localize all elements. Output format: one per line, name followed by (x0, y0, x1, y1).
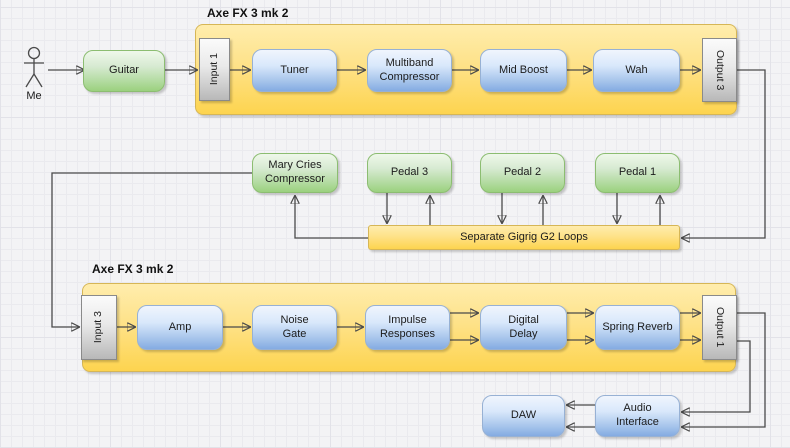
node-spring-reverb[interactable]: Spring Reverb (595, 305, 680, 350)
node-noise-gate[interactable]: Noise Gate (252, 305, 337, 350)
node-audio-interface-label: Audio Interface (616, 402, 659, 428)
node-daw-label: DAW (510, 409, 537, 422)
io-output-1[interactable]: Output 1 (702, 295, 737, 360)
io-input-3[interactable]: Input 3 (81, 295, 117, 360)
node-daw[interactable]: DAW (482, 395, 565, 437)
node-wah[interactable]: Wah (593, 49, 680, 92)
node-wah-label: Wah (625, 63, 648, 76)
node-amp[interactable]: Amp (137, 305, 223, 350)
node-gigrig-loops[interactable]: Separate Gigrig G2 Loops (368, 225, 680, 250)
node-mary-cries-compressor[interactable]: Mary Cries Compressor (252, 153, 338, 193)
edge-marycries-input3[interactable] (51, 172, 252, 327)
node-impulse-responses[interactable]: Impulse Responses (365, 305, 450, 350)
node-mary-cries-compressor-label: Mary Cries Compressor (265, 159, 325, 185)
io-input-1[interactable]: Input 1 (199, 38, 230, 101)
node-multiband-compressor-label: Multiband Compressor (379, 56, 440, 83)
io-output-3-label: Output 3 (714, 49, 727, 91)
node-pedal-3-label: Pedal 3 (390, 166, 429, 179)
io-input-3-label: Input 3 (92, 311, 105, 344)
node-tuner[interactable]: Tuner (252, 49, 337, 92)
container-axe1-title: Axe FX 3 mk 2 (207, 6, 289, 20)
node-spring-reverb-label: Spring Reverb (602, 320, 673, 333)
node-digital-delay[interactable]: Digital Delay (480, 305, 567, 350)
node-digital-delay-label: Digital Delay (508, 313, 539, 340)
io-input-1-label: Input 1 (207, 53, 220, 86)
node-mid-boost-label: Mid Boost (499, 63, 548, 76)
node-impulse-responses-label: Impulse Responses (379, 313, 436, 340)
node-multiband-compressor[interactable]: Multiband Compressor (367, 49, 452, 92)
actor-icon[interactable] (24, 46, 44, 88)
io-output-3[interactable]: Output 3 (702, 38, 737, 102)
node-pedal-1-label: Pedal 1 (618, 166, 657, 179)
edge-output1-interface-l[interactable] (682, 312, 766, 427)
io-output-1-label: Output 1 (714, 307, 727, 348)
node-guitar[interactable]: Guitar (83, 50, 165, 92)
node-pedal-1[interactable]: Pedal 1 (595, 153, 680, 193)
node-tuner-label: Tuner (280, 63, 309, 76)
node-guitar-label: Guitar (109, 64, 139, 77)
node-gigrig-loops-label: Separate Gigrig G2 Loops (460, 230, 588, 243)
edge-output3-gigrig[interactable] (682, 69, 766, 238)
node-pedal-3[interactable]: Pedal 3 (367, 153, 452, 193)
edge-gigrig-marycries[interactable] (295, 196, 368, 239)
container-axe2-title: Axe FX 3 mk 2 (92, 262, 174, 276)
node-pedal-2-label: Pedal 2 (503, 166, 542, 179)
node-mid-boost[interactable]: Mid Boost (480, 49, 567, 92)
node-pedal-2[interactable]: Pedal 2 (480, 153, 565, 193)
node-audio-interface[interactable]: Audio Interface (595, 395, 680, 437)
actor-label: Me (26, 90, 42, 102)
node-noise-gate-label: Noise Gate (280, 313, 309, 340)
edge-output1-interface-r[interactable] (682, 340, 751, 412)
node-amp-label: Amp (168, 320, 192, 333)
